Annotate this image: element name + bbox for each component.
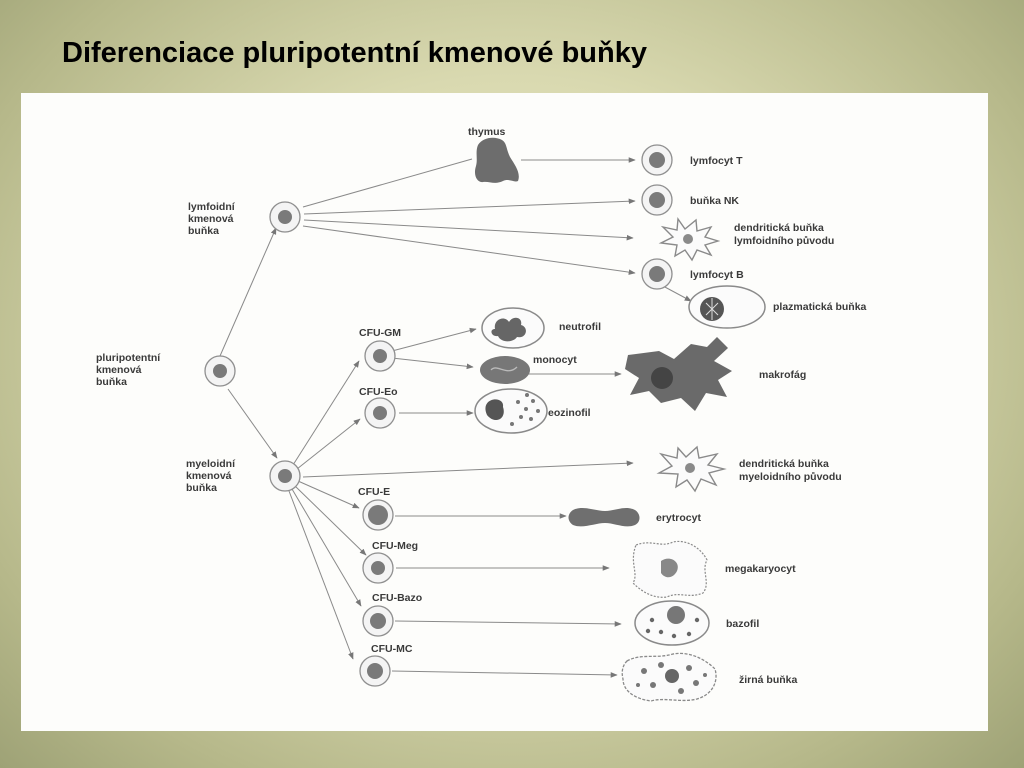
label-dendritic-lymph-1: dendritická buňka	[734, 222, 824, 234]
cell-dendritic-lymph	[658, 217, 721, 262]
label-megakaryocyt: megakaryocyt	[725, 563, 796, 575]
label-lymphoid-1: lymfoidní	[188, 201, 236, 213]
cell-erytrocyt	[568, 508, 640, 527]
label-monocyt: monocyt	[533, 354, 577, 366]
cell-megakaryocyt	[632, 540, 708, 598]
edges	[219, 157, 692, 678]
edge-pluri-lymph	[219, 227, 277, 357]
edge-myel-cfugm	[292, 360, 360, 466]
cell-pluripotent	[204, 355, 236, 387]
label-dendritic-lymph-2: lymfoidního původu	[734, 235, 834, 247]
label-bazofil: bazofil	[726, 618, 759, 630]
cell-myeloid-stem	[269, 460, 301, 492]
label-erytrocyt: erytrocyt	[656, 512, 701, 524]
cell-bazofil	[634, 600, 710, 646]
edge-gm-mono	[391, 357, 474, 370]
label-myeloid-1: myeloidní	[186, 458, 236, 470]
thymus-icon	[474, 137, 519, 183]
label-plasma: plazmatická buňka	[773, 301, 867, 313]
cell-cfu-mc	[359, 655, 391, 687]
label-cfu-e: CFU-E	[358, 486, 390, 498]
edge-lymph-lb	[302, 225, 636, 275]
edge-myel-cfue	[297, 480, 360, 509]
label-bunka-nk: buňka NK	[690, 195, 739, 207]
cell-cfu-e	[362, 499, 394, 531]
edge-lymph-dc	[303, 219, 634, 241]
cell-lymfocyt-t	[641, 144, 673, 176]
edge-lymph-thymus	[302, 158, 473, 208]
edge-lb-plasma	[662, 285, 692, 302]
edge-myel-cfumc	[288, 490, 354, 660]
label-pluripotent-3: buňka	[96, 376, 127, 388]
slide-title: Diferenciace pluripotentní kmenové buňky	[62, 37, 647, 69]
cell-cfu-bazo	[362, 605, 394, 637]
label-pluripotent-2: kmenová	[96, 364, 142, 376]
edge-gm-neutro	[391, 327, 477, 352]
label-cfu-meg: CFU-Meg	[372, 540, 418, 552]
label-cfu-gm: CFU-GM	[359, 327, 401, 339]
cell-cfu-eo	[364, 397, 396, 429]
label-thymus: thymus	[468, 126, 506, 138]
label-eozinofil: eozinofil	[548, 407, 591, 419]
label-makrofag: makrofág	[759, 369, 806, 381]
cell-monocyt	[480, 356, 530, 384]
label-cfu-bazo: CFU-Bazo	[372, 592, 422, 604]
label-pluripotent-1: pluripotentní	[96, 352, 161, 364]
label-neutrofil: neutrofil	[559, 321, 601, 333]
label-zirna: žirná buňka	[739, 674, 798, 686]
label-cfu-mc: CFU-MC	[371, 643, 413, 655]
cell-zirna	[621, 652, 717, 702]
cell-plasma	[688, 285, 766, 329]
cell-makrofag	[625, 337, 732, 411]
label-lymphoid-3: buňka	[188, 225, 219, 237]
edge-myel-dcm	[302, 460, 634, 478]
edge-lymph-nk	[303, 198, 636, 215]
label-cfu-eo: CFU-Eo	[359, 386, 398, 398]
cell-neutrofil	[481, 307, 545, 349]
edge-mc-mast	[391, 670, 618, 678]
cell-cfu-gm	[364, 340, 396, 372]
diagram-panel: pluripotentní kmenová buňka lymfoidní km…	[21, 93, 988, 731]
cell-dendritic-myel	[656, 445, 727, 493]
edge-pluri-myel	[227, 388, 278, 459]
cell-cfu-meg	[362, 552, 394, 584]
cell-eozinofil	[474, 388, 548, 434]
edge-bazo-bazo	[394, 620, 622, 627]
label-dendritic-myel-1: dendritická buňka	[739, 458, 829, 470]
cell-lymfocyt-b	[641, 258, 673, 290]
hematopoiesis-diagram: pluripotentní kmenová buňka lymfoidní km…	[96, 126, 867, 702]
edge-myel-cfueo	[296, 418, 361, 470]
label-lymfocyt-t: lymfocyt T	[690, 155, 743, 167]
label-myeloid-2: kmenová	[186, 470, 232, 482]
cell-lymphoid-stem	[269, 201, 301, 233]
label-myeloid-3: buňka	[186, 482, 217, 494]
label-lymphoid-2: kmenová	[188, 213, 234, 225]
label-dendritic-myel-2: myeloidního původu	[739, 471, 842, 483]
edge-myel-cfumeg	[294, 485, 367, 556]
cell-nk	[641, 184, 673, 216]
edge-myel-cfubazo	[291, 488, 362, 607]
label-lymfocyt-b: lymfocyt B	[690, 269, 744, 281]
